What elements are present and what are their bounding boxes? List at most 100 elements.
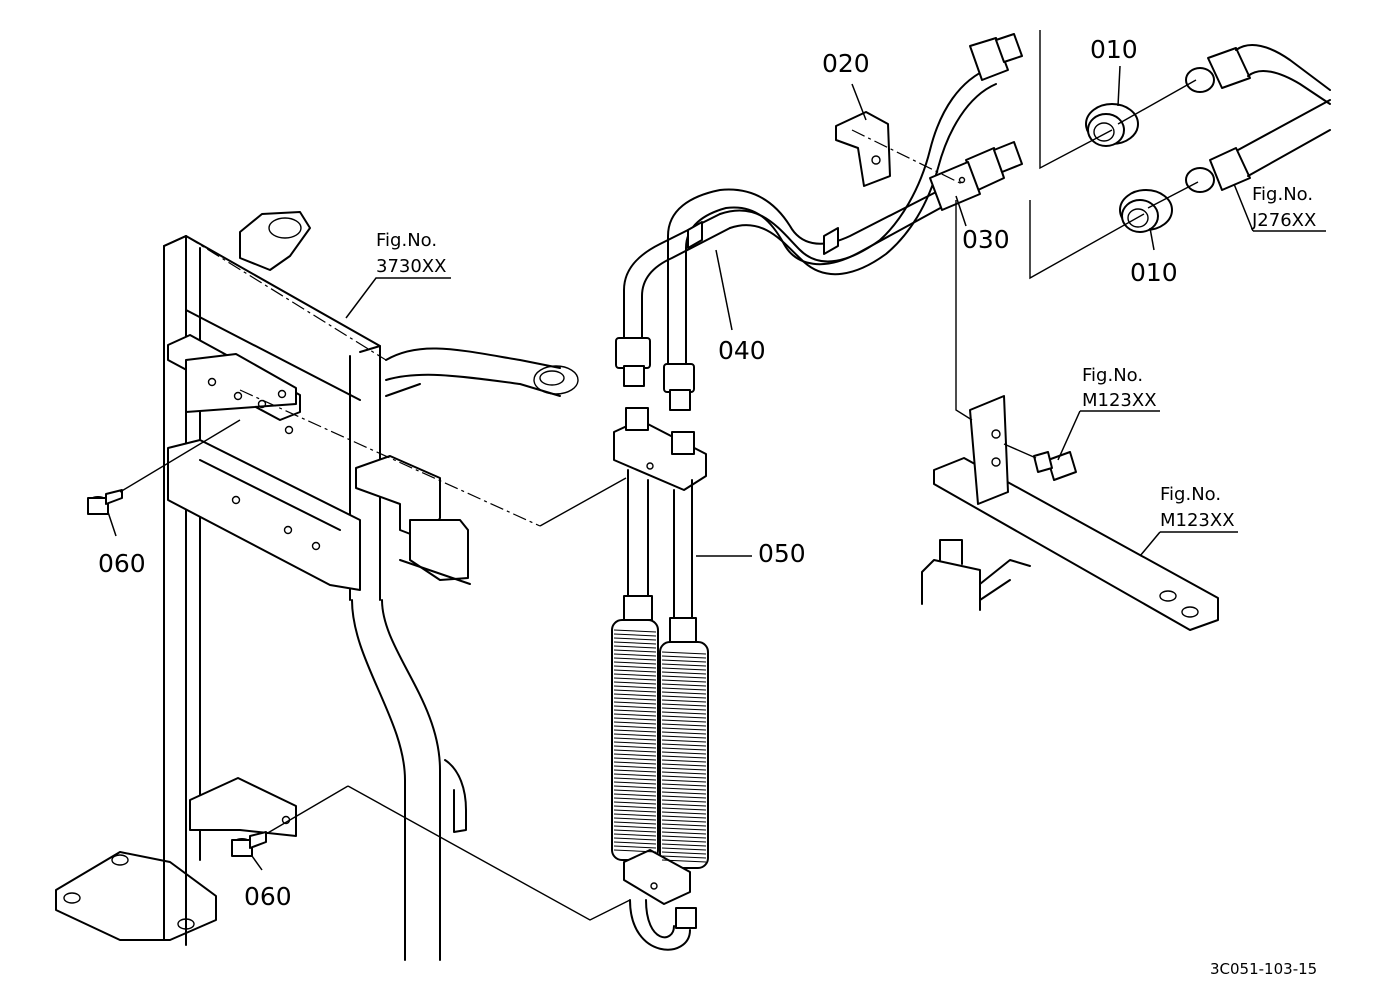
- cooler-fin: [613, 781, 657, 785]
- cooler-fin: [661, 715, 707, 719]
- cooler-fin: [661, 839, 707, 843]
- cooler-fin: [613, 765, 657, 769]
- fig-ref-m123a-title: Fig.No.: [1082, 365, 1143, 386]
- cooler-fin: [613, 637, 657, 641]
- cooler-fin: [613, 629, 657, 633]
- cooler-fin: [661, 843, 707, 847]
- callout-030: 030: [962, 225, 1010, 254]
- cooler-fin: [661, 851, 707, 855]
- cooler-fin: [613, 745, 657, 749]
- cooler-fin: [613, 769, 657, 773]
- cooler-fin: [661, 691, 707, 695]
- figure-references: Fig.No. 3730XX Fig.No. J276XX Fig.No. M1…: [376, 184, 1316, 531]
- cooler-fin: [613, 785, 657, 789]
- bolt-060-bottom: [231, 831, 267, 857]
- cooler-fin: [661, 811, 707, 815]
- cooler-fin: [613, 713, 657, 717]
- cooler-fin: [613, 725, 657, 729]
- cooler-fin: [661, 671, 707, 675]
- cooler-fin: [613, 753, 657, 757]
- cooler-fin: [661, 667, 707, 671]
- cooler-fin: [613, 789, 657, 793]
- cooler-fin: [613, 749, 657, 753]
- cooler-fin: [613, 709, 657, 713]
- cooler-fin: [613, 797, 657, 801]
- cooler-fin: [661, 651, 707, 655]
- cooler-fin: [613, 669, 657, 673]
- cooler-fin: [613, 653, 657, 657]
- cooler-fin: [661, 859, 707, 863]
- cooler-fin: [661, 815, 707, 819]
- cooler-fin: [661, 791, 707, 795]
- cooler-fin: [661, 799, 707, 803]
- fig-ref-m123b-code: M123XX: [1160, 510, 1235, 531]
- callout-010-bottom: 010: [1130, 258, 1178, 287]
- fig-ref-m123a-code: M123XX: [1082, 390, 1157, 411]
- cooler-fin: [661, 739, 707, 743]
- bolt-060-left: [87, 489, 123, 515]
- bracket-m123: [921, 395, 1219, 631]
- cooler-fin: [613, 697, 657, 701]
- cooler-fin: [661, 779, 707, 783]
- hose-fittings-top: [929, 33, 1023, 211]
- leader-lines: [107, 65, 1326, 871]
- cooler-fin: [661, 771, 707, 775]
- cooler-fin: [661, 707, 707, 711]
- cooler-fin: [661, 703, 707, 707]
- cooler-fin: [613, 737, 657, 741]
- cooler-fin: [613, 685, 657, 689]
- cooler-fin: [613, 693, 657, 697]
- cooler-fin: [661, 699, 707, 703]
- cooler-fin: [613, 741, 657, 745]
- cooler-fin: [613, 681, 657, 685]
- fig-ref-m123b-title: Fig.No.: [1160, 484, 1221, 505]
- cooler-fin: [661, 675, 707, 679]
- cooler-fin: [661, 663, 707, 667]
- cooler-fin: [661, 795, 707, 799]
- frame-assembly: [55, 211, 579, 961]
- cooler-fin: [613, 641, 657, 645]
- cooler-fin: [613, 645, 657, 649]
- cooler-fin: [661, 803, 707, 807]
- cooler-fin: [661, 683, 707, 687]
- cooler-fin: [613, 773, 657, 777]
- cooler-fin: [661, 827, 707, 831]
- cooler-fin: [613, 705, 657, 709]
- cooler-fin: [661, 835, 707, 839]
- cooler-fin: [661, 755, 707, 759]
- cooler-fin: [613, 829, 657, 833]
- cooler-fin: [613, 777, 657, 781]
- cooler-fin: [613, 673, 657, 677]
- bolt-m123: [1033, 451, 1077, 481]
- cooler-fin: [613, 717, 657, 721]
- cooler-fin: [613, 661, 657, 665]
- cooler-fin: [661, 747, 707, 751]
- cooler-fin: [613, 733, 657, 737]
- drawing-code: 3C051-103-15: [1210, 960, 1317, 978]
- cooler-fin: [661, 687, 707, 691]
- cooler-fin: [661, 695, 707, 699]
- callout-labels: 020 010 010 030 040 050 060 060: [98, 35, 1178, 911]
- cooler-fin: [661, 787, 707, 791]
- cooler-fin: [613, 729, 657, 733]
- cooler-fin: [613, 821, 657, 825]
- cooler-fin: [661, 743, 707, 747]
- pipe-040: [615, 67, 997, 411]
- cooler-fin: [613, 649, 657, 653]
- callout-040: 040: [718, 336, 766, 365]
- cooler-fin: [613, 817, 657, 821]
- cooler-fin: [661, 775, 707, 779]
- cooler-fin: [661, 679, 707, 683]
- cooler-fin: [661, 751, 707, 755]
- cooler-fin: [613, 805, 657, 809]
- cooler-fin: [613, 845, 657, 849]
- cooler-fin: [661, 819, 707, 823]
- cooler-fin: [661, 763, 707, 767]
- fig-ref-j276-code: J276XX: [1251, 210, 1316, 231]
- cooler-fin: [661, 847, 707, 851]
- cooler-fin: [661, 855, 707, 859]
- cooler-fin: [661, 735, 707, 739]
- cooler-fin: [661, 711, 707, 715]
- cooler-fin: [661, 723, 707, 727]
